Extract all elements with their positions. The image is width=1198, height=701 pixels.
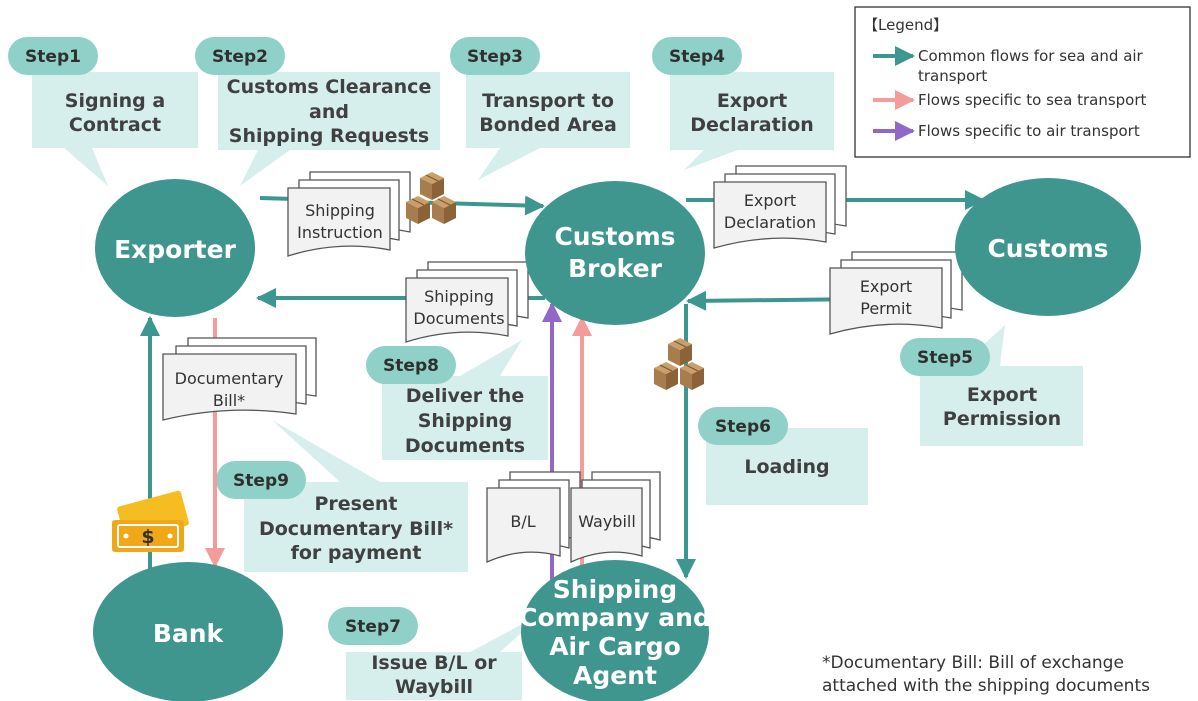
dollar-symbol: $ (141, 526, 154, 548)
step4-line2: Declaration (690, 114, 814, 136)
step3-callout: Transport to Bonded Area (466, 72, 630, 180)
svg-text:Shipping: Shipping (424, 287, 494, 306)
cargo-boxes-icon (405, 171, 457, 225)
step8-line1: Deliver the (406, 385, 524, 407)
legend-sea-label: Flows specific to sea transport (918, 91, 1147, 109)
svg-text:Step6: Step6 (715, 417, 771, 437)
step8-line2: Shipping (418, 410, 513, 432)
legend-common-line2: transport (918, 67, 987, 85)
doc-shipping-instruction: Shipping Instruction (287, 171, 411, 257)
svg-text:Step9: Step9 (233, 471, 289, 491)
doc-documentary-bill: Documentary Bill* (162, 337, 317, 421)
node-customs-broker: Customs Broker (525, 181, 705, 325)
node-customs-label: Customs (987, 234, 1108, 263)
svg-text:Step5: Step5 (917, 348, 973, 368)
svg-text:Export: Export (744, 191, 796, 210)
legend: 【Legend】 Common flows for sea and air tr… (854, 6, 1191, 158)
node-shipping-label-2: Company and (519, 603, 711, 632)
legend-air-label: Flows specific to air transport (918, 122, 1140, 140)
node-shipping-label-1: Shipping (553, 575, 677, 604)
step2-callout: Customs Clearance and Shipping Requests (218, 72, 440, 186)
doc-export-declaration: Export Declaration (713, 165, 847, 249)
step2-badge: Step2 (195, 37, 285, 75)
step8-badge: Step8 (366, 346, 456, 384)
step2-line3: Shipping Requests (229, 125, 429, 147)
step9-line3: for payment (291, 542, 422, 564)
node-exporter: Exporter (95, 179, 255, 317)
step6-callout: Loading (706, 428, 868, 505)
svg-text:Step1: Step1 (25, 47, 81, 67)
legend-title: 【Legend】 (863, 16, 948, 34)
svg-text:Step2: Step2 (212, 47, 268, 67)
step3-badge: Step3 (450, 37, 540, 75)
footnote-line2: attached with the shipping documents (822, 676, 1150, 696)
svg-text:Step8: Step8 (383, 356, 439, 376)
step9-line1: Present (315, 493, 398, 515)
step7-badge: Step7 (328, 607, 418, 645)
step5-line1: Export (967, 384, 1037, 406)
step8-line3: Documents (405, 435, 525, 457)
doc-bl: B/L (486, 471, 581, 563)
doc-waybill: Waybill (570, 471, 661, 564)
step2-line2: and (309, 101, 349, 123)
step3-line1: Transport to (482, 90, 614, 112)
step5-line2: Permission (943, 408, 1061, 430)
svg-text:Step7: Step7 (345, 617, 401, 637)
doc-export-permit: Export Permit (829, 251, 963, 335)
step9-badge: Step9 (216, 461, 306, 499)
node-bank: Bank (93, 562, 283, 701)
node-bank-label: Bank (153, 619, 225, 648)
node-customs: Customs (955, 178, 1141, 316)
step2-line1: Customs Clearance (227, 76, 432, 98)
svg-text:Permit: Permit (860, 299, 912, 318)
legend-common-line1: Common flows for sea and air (918, 47, 1144, 65)
step5-badge: Step5 (900, 338, 990, 376)
svg-text:Declaration: Declaration (724, 213, 816, 232)
svg-text:Export: Export (860, 277, 912, 296)
svg-text:Documentary: Documentary (175, 369, 284, 388)
step1-line1: Signing a (65, 90, 165, 112)
step9-line2: Documentary Bill* (259, 518, 453, 540)
svg-text:Step4: Step4 (669, 47, 725, 67)
node-shipping-company: Shipping Company and Air Cargo Agent (519, 560, 711, 701)
svg-text:B/L: B/L (510, 512, 535, 531)
svg-text:Step3: Step3 (467, 47, 523, 67)
svg-text:Waybill: Waybill (578, 512, 636, 531)
svg-text:Instruction: Instruction (297, 223, 383, 242)
svg-text:Documents: Documents (413, 309, 504, 328)
svg-text:Shipping: Shipping (305, 201, 375, 220)
step6-line1: Loading (744, 456, 829, 478)
node-exporter-label: Exporter (114, 235, 237, 264)
step6-badge: Step6 (698, 407, 788, 445)
step7-line2: Waybill (395, 676, 473, 698)
step3-line2: Bonded Area (479, 114, 617, 136)
step4-badge: Step4 (652, 37, 742, 75)
step1-badge: Step1 (8, 37, 98, 75)
money-bills-icon: $ (112, 490, 189, 552)
step7-callout: Issue B/L or Waybill (346, 612, 545, 700)
step1-line2: Contract (69, 114, 161, 136)
footnote-line1: *Documentary Bill: Bill of exchange (822, 653, 1124, 673)
cargo-boxes-icon (653, 337, 705, 391)
step5-callout: Export Permission (920, 325, 1083, 446)
footnote: *Documentary Bill: Bill of exchange atta… (822, 653, 1150, 696)
node-shipping-label-3: Air Cargo (549, 632, 681, 661)
doc-shipping-documents: Shipping Documents (405, 261, 529, 343)
step9-callout: Present Documentary Bill* for payment (244, 420, 468, 572)
step1-callout: Signing a Contract (32, 72, 198, 186)
step4-callout: Export Declaration (670, 72, 834, 170)
node-broker-label-2: Broker (568, 254, 662, 283)
step8-callout: Deliver the Shipping Documents (382, 340, 548, 460)
node-shipping-label-4: Agent (573, 661, 657, 690)
svg-text:Bill*: Bill* (213, 391, 245, 410)
node-broker-label-1: Customs (554, 222, 675, 251)
step4-line1: Export (717, 90, 787, 112)
step7-line1: Issue B/L or (371, 652, 497, 674)
